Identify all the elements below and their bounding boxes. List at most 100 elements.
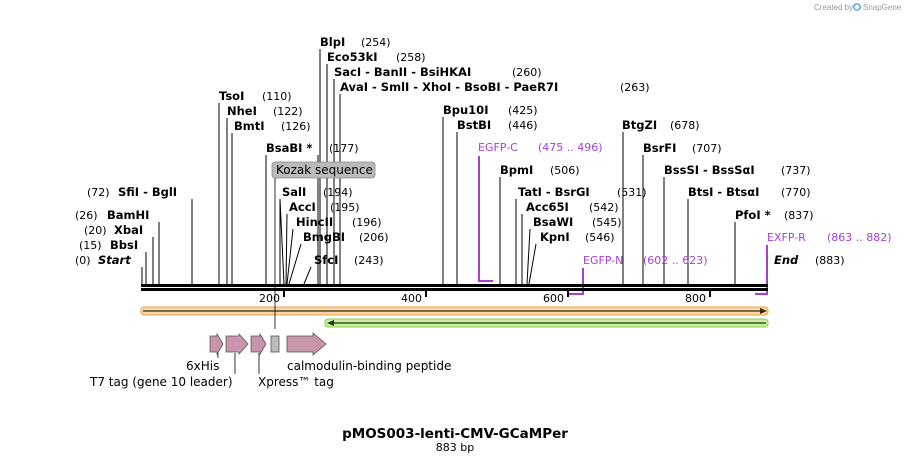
enzyme-position: (126) [281,120,311,133]
enzyme-label[interactable]: PfoI * [735,208,771,222]
map-length: 883 bp [436,441,474,454]
xpress-tag-arrow[interactable] [250,332,267,356]
enzyme-position: (177) [329,142,359,155]
feature-tracks [140,306,769,328]
enzyme-label[interactable]: BsrFI [643,141,676,155]
enzyme-label[interactable]: SalI [282,185,306,199]
credit-text: Created by [814,3,853,12]
t7-tag-label: T7 tag (gene 10 leader) [89,375,233,389]
primer-label-egfp-c[interactable]: EGFP-C [478,141,518,154]
kozak-badge[interactable] [271,161,376,179]
enzyme-position: (26) [75,209,98,222]
enzyme-label[interactable]: BtsI - BtsαI [688,185,759,199]
snapgene-logo-icon [853,3,861,11]
enzyme-position: (15) [79,239,102,252]
map-title: pMOS003-lenti-CMV-GCaMPer [342,426,568,442]
kozak-label: Kozak sequence [276,163,373,177]
enzyme-label[interactable]: BstBI [457,118,491,132]
kozak-feature: Kozak sequence [271,161,376,329]
enzyme-position: (737) [781,164,811,177]
end-label: End [774,253,799,267]
brand-label: SnapGene [863,3,902,12]
enzyme-label[interactable]: BmtI [234,119,265,133]
primer-label-exfp-r[interactable]: EXFP-R [767,231,806,244]
enzyme-label[interactable]: SfiI - BglI [118,185,177,199]
enzyme-position: (20) [84,224,107,237]
enzyme-position: (770) [781,186,811,199]
kozak-block[interactable] [270,335,280,353]
enzyme-position: (542) [589,201,619,214]
enzyme-label[interactable]: BbsI [110,238,138,252]
enzyme-label[interactable]: SacI - BanII - BsiHKAI [334,65,471,79]
enzyme-position: (0) [75,254,91,267]
cbp-arrow[interactable] [286,332,327,356]
enzyme-label[interactable]: BpmI [500,163,533,177]
enzyme-label[interactable]: AvaI - SmlI - XhoI - BsoBI - PaeR7I [340,80,558,94]
enzyme-position: (837) [784,209,814,222]
map-title-block: pMOS003-lenti-CMV-GCaMPer 883 bp [342,426,568,454]
enzyme-labels: BlpI (254) Eco53kI (258) SacI - BanII - … [75,35,845,267]
enzyme-label[interactable]: AccI [289,200,316,214]
cut-site-lines [141,49,768,285]
enzyme-position: (531) [617,186,647,199]
enzyme-label[interactable]: BssSI - BssSαI [664,163,755,177]
xpress-tag-label: Xpress™ tag [258,375,334,389]
enzyme-label[interactable]: BtgZI [622,118,657,132]
enzyme-label[interactable]: Eco53kI [327,50,378,64]
enzyme-position: (260) [512,66,542,79]
enzyme-label[interactable]: BmgBI [303,230,345,244]
enzyme-position: (546) [585,231,615,244]
enzyme-position: (206) [359,231,389,244]
enzyme-position: (446) [508,119,538,132]
enzyme-position: (258) [396,51,426,64]
enzyme-label[interactable]: BlpI [320,35,345,49]
arrow-right-icon [760,308,767,314]
ruler-tick-label: 200 [259,292,280,305]
credit: Created by SnapGene [814,3,902,12]
primer-arrow-egfp-n[interactable] [568,268,584,295]
enzyme-position: (122) [273,105,303,118]
cbp-label: calmodulin-binding peptide [287,359,451,373]
enzyme-label[interactable]: BamHI [107,208,149,222]
t7-tag-arrow[interactable] [225,332,249,356]
primers: EGFP-C (475 .. 496) EGFP-N (602 .. 623) … [478,141,892,295]
primer-arrow-exfp-r[interactable] [755,245,768,295]
primer-range: (863 .. 882) [827,231,892,244]
primer-label-egfp-n[interactable]: EGFP-N [583,254,623,267]
ruler: 200 400 600 800 [259,291,711,305]
enzyme-label[interactable]: HincII [296,215,333,229]
enzyme-label[interactable]: BsaBI * [266,141,312,155]
ruler-tick-label: 600 [543,292,564,305]
enzyme-position: (243) [354,254,384,267]
his-tag-arrow[interactable] [209,332,224,356]
enzyme-label[interactable]: Bpu10I [443,103,488,117]
primer-arrow-egfp-c[interactable] [478,156,493,282]
enzyme-position: (883) [815,254,845,267]
enzyme-label[interactable]: NheI [227,104,257,118]
primer-range: (602 .. 623) [643,254,708,267]
start-label: Start [98,253,131,267]
enzyme-label[interactable]: TsoI [219,89,244,103]
primer-range: (475 .. 496) [538,141,603,154]
enzyme-label[interactable]: SfcI [314,253,338,267]
enzyme-position: (110) [262,90,292,103]
enzyme-position: (196) [352,216,382,229]
tag-features [209,332,327,356]
feature-labels: 6xHis T7 tag (gene 10 leader) Xpress™ ta… [89,353,451,389]
enzyme-position: (545) [592,216,622,229]
enzyme-position: (425) [508,104,538,117]
enzyme-position: (72) [87,186,110,199]
enzyme-label[interactable]: Acc65I [526,200,569,214]
enzyme-position: (195) [330,201,360,214]
enzyme-position: (263) [620,81,650,94]
enzyme-label[interactable]: BsaWI [533,215,573,229]
enzyme-label[interactable]: TatI - BsrGI [518,185,590,199]
enzyme-position: (194) [323,186,353,199]
enzyme-label[interactable]: KpnI [540,230,570,244]
arrow-left-icon [327,320,334,326]
ruler-tick-label: 400 [401,292,422,305]
enzyme-position: (678) [670,119,700,132]
ruler-tick-label: 800 [685,292,706,305]
enzyme-label[interactable]: XbaI [114,223,143,237]
enzyme-position: (707) [692,142,722,155]
